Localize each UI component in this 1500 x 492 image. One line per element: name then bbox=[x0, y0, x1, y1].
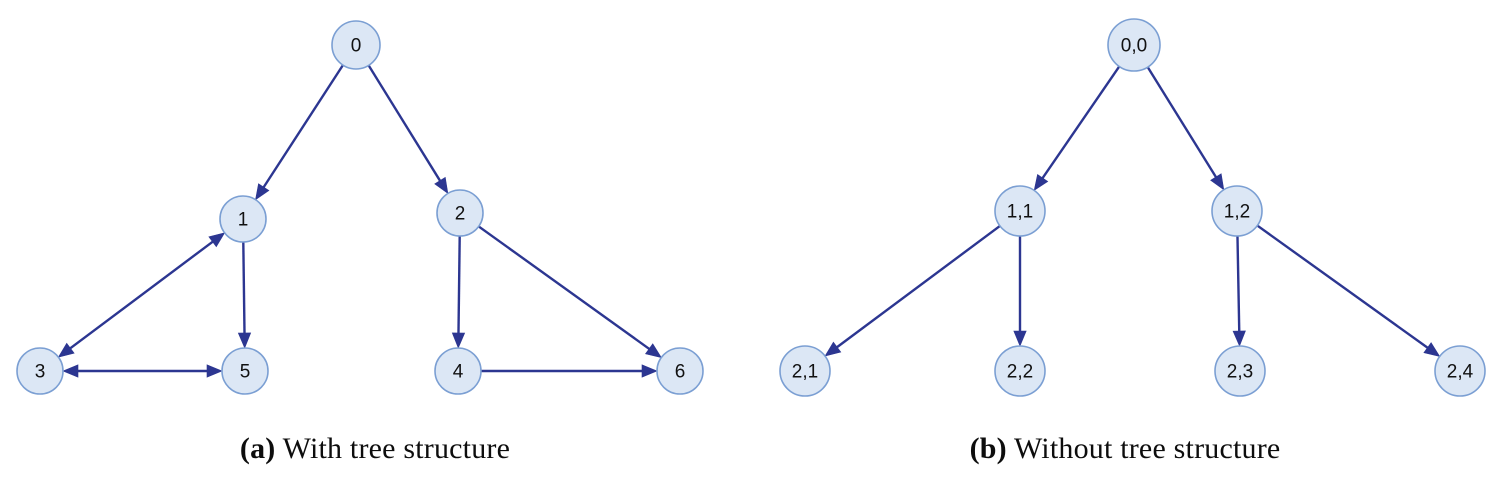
arrowhead-n3-to-n5 bbox=[206, 364, 223, 378]
node-shape bbox=[994, 185, 1046, 237]
caption-a-tag: (a) bbox=[239, 432, 276, 465]
graph-edge-n0-to-n2 bbox=[367, 64, 443, 184]
graph-canvas-b: 0,0 1,1 1,2 2,1 2,2 2,3 2,4 bbox=[779, 18, 1486, 397]
graph-node-0[interactable]: 0 bbox=[331, 20, 381, 70]
edge-layer bbox=[824, 65, 1441, 357]
node-label: 0,0 bbox=[1121, 36, 1147, 57]
arrowhead-m11-to-m22 bbox=[1013, 330, 1027, 347]
node-label: 6 bbox=[675, 362, 686, 383]
node-shape bbox=[1434, 345, 1486, 397]
node-label: 2 bbox=[455, 204, 466, 225]
node-label: 2,3 bbox=[1227, 362, 1253, 383]
graph-edge-n0-to-n1 bbox=[261, 64, 344, 190]
panel-with-tree-structure: 0 1 2 3 5 4 6 (a) With tree structure bbox=[0, 20, 750, 466]
node-label: 1,1 bbox=[1007, 202, 1033, 223]
node-shape bbox=[994, 345, 1046, 397]
graph-node-1-1[interactable]: 1,1 bbox=[994, 185, 1046, 237]
node-layer: 0 1 2 3 5 4 6 bbox=[16, 20, 704, 395]
node-label: 0 bbox=[351, 36, 362, 57]
caption-a-text: With tree structure bbox=[275, 432, 511, 465]
graph-canvas-a: 0 1 2 3 5 4 6 bbox=[16, 20, 704, 395]
graph-edge-n1-to-n3 bbox=[67, 239, 216, 351]
node-label: 2,2 bbox=[1007, 362, 1033, 383]
caption-b-text: Without tree structure bbox=[1006, 432, 1281, 465]
node-label: 3 bbox=[35, 362, 46, 383]
node-label: 1 bbox=[238, 210, 249, 231]
node-shape bbox=[779, 345, 831, 397]
arrowhead-n5-to-n3 bbox=[62, 364, 79, 378]
node-shape bbox=[221, 347, 269, 395]
node-shape bbox=[331, 20, 381, 70]
graph-node-2-1[interactable]: 2,1 bbox=[779, 345, 831, 397]
graph-edge-m12-to-m23 bbox=[1236, 235, 1241, 334]
arrowhead-n0-to-n1 bbox=[255, 183, 270, 201]
caption-b: (b) Without tree structure bbox=[750, 432, 1500, 466]
node-shape bbox=[1107, 18, 1161, 72]
caption-a: (a) With tree structure bbox=[0, 432, 750, 466]
graph-node-6[interactable]: 6 bbox=[656, 347, 704, 395]
graph-edge-m11-to-m21 bbox=[834, 224, 1001, 350]
arrowhead-m00-to-m12 bbox=[1210, 173, 1225, 191]
node-shape bbox=[219, 195, 267, 243]
arrowhead-m12-to-m23 bbox=[1232, 330, 1246, 347]
arrowhead-n2-to-n4 bbox=[451, 332, 466, 349]
graph-node-2-4[interactable]: 2,4 bbox=[1434, 345, 1486, 397]
graph-node-3[interactable]: 3 bbox=[16, 347, 64, 395]
node-shape bbox=[1211, 185, 1263, 237]
node-layer: 0,0 1,1 1,2 2,1 2,2 2,3 2,4 bbox=[779, 18, 1486, 397]
caption-b-tag: (b) bbox=[969, 432, 1007, 465]
node-label: 2,4 bbox=[1447, 362, 1474, 383]
graph-edge-m00-to-m12 bbox=[1146, 66, 1219, 180]
graph-edge-n1-to-n5 bbox=[242, 241, 246, 336]
graph-edge-m12-to-m24 bbox=[1256, 224, 1431, 351]
node-shape bbox=[16, 347, 64, 395]
graph-node-0-0[interactable]: 0,0 bbox=[1107, 18, 1161, 72]
arrowhead-n3-to-n1 bbox=[208, 232, 226, 248]
graph-edge-n2-to-n6 bbox=[477, 225, 652, 352]
node-shape bbox=[436, 189, 484, 237]
graph-node-4[interactable]: 4 bbox=[434, 347, 482, 395]
node-shape bbox=[434, 347, 482, 395]
arrowhead-m11-to-m21 bbox=[824, 341, 842, 357]
node-label: 1,2 bbox=[1224, 202, 1250, 223]
node-label: 4 bbox=[453, 362, 464, 383]
graph-node-1[interactable]: 1 bbox=[219, 195, 267, 243]
graph-node-2-2[interactable]: 2,2 bbox=[994, 345, 1046, 397]
graph-node-2[interactable]: 2 bbox=[436, 189, 484, 237]
node-shape bbox=[656, 347, 704, 395]
edge-layer bbox=[57, 64, 662, 378]
arrowhead-m00-to-m11 bbox=[1033, 174, 1049, 192]
arrowhead-n4-to-n6 bbox=[641, 364, 658, 378]
graph-edge-n2-to-n4 bbox=[457, 235, 461, 336]
panel-without-tree-structure: 0,0 1,1 1,2 2,1 2,2 2,3 2,4 (b) Without tree s… bbox=[750, 0, 1500, 492]
arrowhead-n1-to-n5 bbox=[237, 332, 252, 349]
graph-node-1-2[interactable]: 1,2 bbox=[1211, 185, 1263, 237]
arrowhead-n2-to-n6 bbox=[645, 343, 662, 359]
graph-node-2-3[interactable]: 2,3 bbox=[1214, 345, 1266, 397]
node-label: 2,1 bbox=[792, 362, 818, 383]
arrowhead-n1-to-n3 bbox=[57, 342, 75, 358]
node-shape bbox=[1214, 345, 1266, 397]
graph-node-5[interactable]: 5 bbox=[221, 347, 269, 395]
arrowhead-n0-to-n2 bbox=[434, 176, 449, 195]
graph-edge-m00-to-m11 bbox=[1040, 65, 1121, 181]
arrowhead-m12-to-m24 bbox=[1423, 342, 1441, 357]
node-label: 5 bbox=[240, 362, 251, 383]
